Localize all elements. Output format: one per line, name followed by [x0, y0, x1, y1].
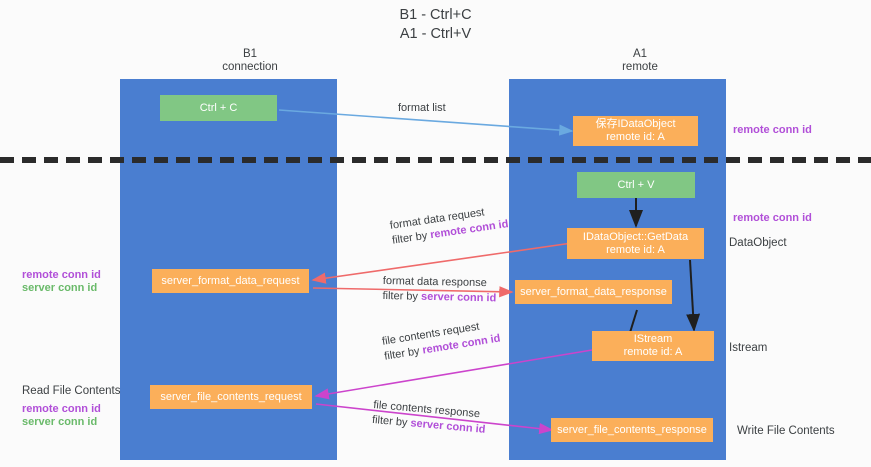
flow-label-format-list: format list	[398, 101, 446, 116]
node-server-file-contents-request[interactable]: server_file_contents_request	[150, 385, 312, 409]
node-save-idataobject-remote-id: remote id: A	[606, 131, 665, 143]
node-istream[interactable]: IStream remote id: A	[592, 331, 714, 361]
node-istream-label: IStream	[633, 333, 673, 345]
left-label-remote-conn-id-2: remote conn id	[22, 403, 101, 415]
flow-label-format-data-response-line2: filter by server conn id	[382, 289, 497, 305]
highlight-server-conn-id: server conn id	[420, 290, 497, 305]
right-label-remote-conn-id-mid: remote conn id	[733, 212, 812, 224]
node-server-format-data-request-label: server_format_data_request	[161, 274, 300, 287]
flow-label-format-list-line1: format list	[398, 102, 446, 114]
column-header-b1: B1 connection	[150, 48, 350, 74]
node-ctrl-v[interactable]: Ctrl + V	[577, 172, 695, 198]
title-line-1: B1 - Ctrl+C	[399, 7, 472, 23]
left-label-server-conn-id-1: server conn id	[22, 282, 98, 294]
page-title: B1 - Ctrl+C A1 - Ctrl+V	[0, 6, 871, 44]
node-ctrl-v-label: Ctrl + V	[617, 178, 655, 191]
node-server-file-contents-request-label: server_file_contents_request	[160, 390, 302, 403]
column-header-a1-role: remote	[622, 61, 658, 73]
right-label-remote-conn-id-top: remote conn id	[733, 124, 812, 136]
section-divider	[0, 157, 871, 163]
flow-label-format-data-response: format data response filter by server co…	[382, 274, 496, 306]
column-header-b1-name: B1	[242, 48, 258, 60]
left-label-read-file-contents: Read File Contents	[22, 385, 121, 397]
node-ctrl-c-label: Ctrl + C	[199, 101, 238, 114]
node-save-idataobject[interactable]: 保存IDataObject remote id: A	[573, 116, 698, 146]
node-istream-remote-id: remote id: A	[623, 346, 683, 358]
node-ctrl-c[interactable]: Ctrl + C	[160, 95, 277, 121]
flow-label-format-data-request: format data request filter by remote con…	[389, 202, 509, 248]
right-label-write-file-contents: Write File Contents	[737, 425, 835, 437]
right-label-istream: Istream	[729, 342, 768, 354]
node-server-format-data-response[interactable]: server_format_data_response	[515, 280, 672, 304]
column-header-a1: A1 remote	[540, 48, 740, 74]
node-getdata-remote-id: remote id: A	[606, 243, 665, 256]
node-server-file-contents-response[interactable]: server_file_contents_response	[551, 418, 713, 442]
left-label-remote-conn-id-1: remote conn id	[22, 269, 101, 281]
flow-label-file-contents-request: file contents request filter by remote c…	[381, 317, 502, 365]
node-server-format-data-request[interactable]: server_format_data_request	[152, 269, 309, 293]
node-server-file-contents-response-label: server_file_contents_response	[557, 423, 707, 436]
left-label-server-conn-id-2: server conn id	[22, 416, 98, 428]
right-label-dataobject: DataObject	[729, 237, 787, 249]
column-header-a1-name: A1	[632, 48, 648, 60]
column-header-b1-role: connection	[222, 61, 278, 73]
node-save-idataobject-label: 保存IDataObject	[595, 118, 676, 130]
node-getdata[interactable]: IDataObject::GetData remote id: A	[567, 228, 704, 259]
title-line-2: A1 - Ctrl+V	[399, 26, 472, 42]
node-server-format-data-response-label: server_format_data_response	[520, 285, 667, 298]
node-getdata-label: IDataObject::GetData	[582, 230, 689, 243]
flow-label-file-contents-response: file contents response filter by server …	[371, 398, 487, 438]
